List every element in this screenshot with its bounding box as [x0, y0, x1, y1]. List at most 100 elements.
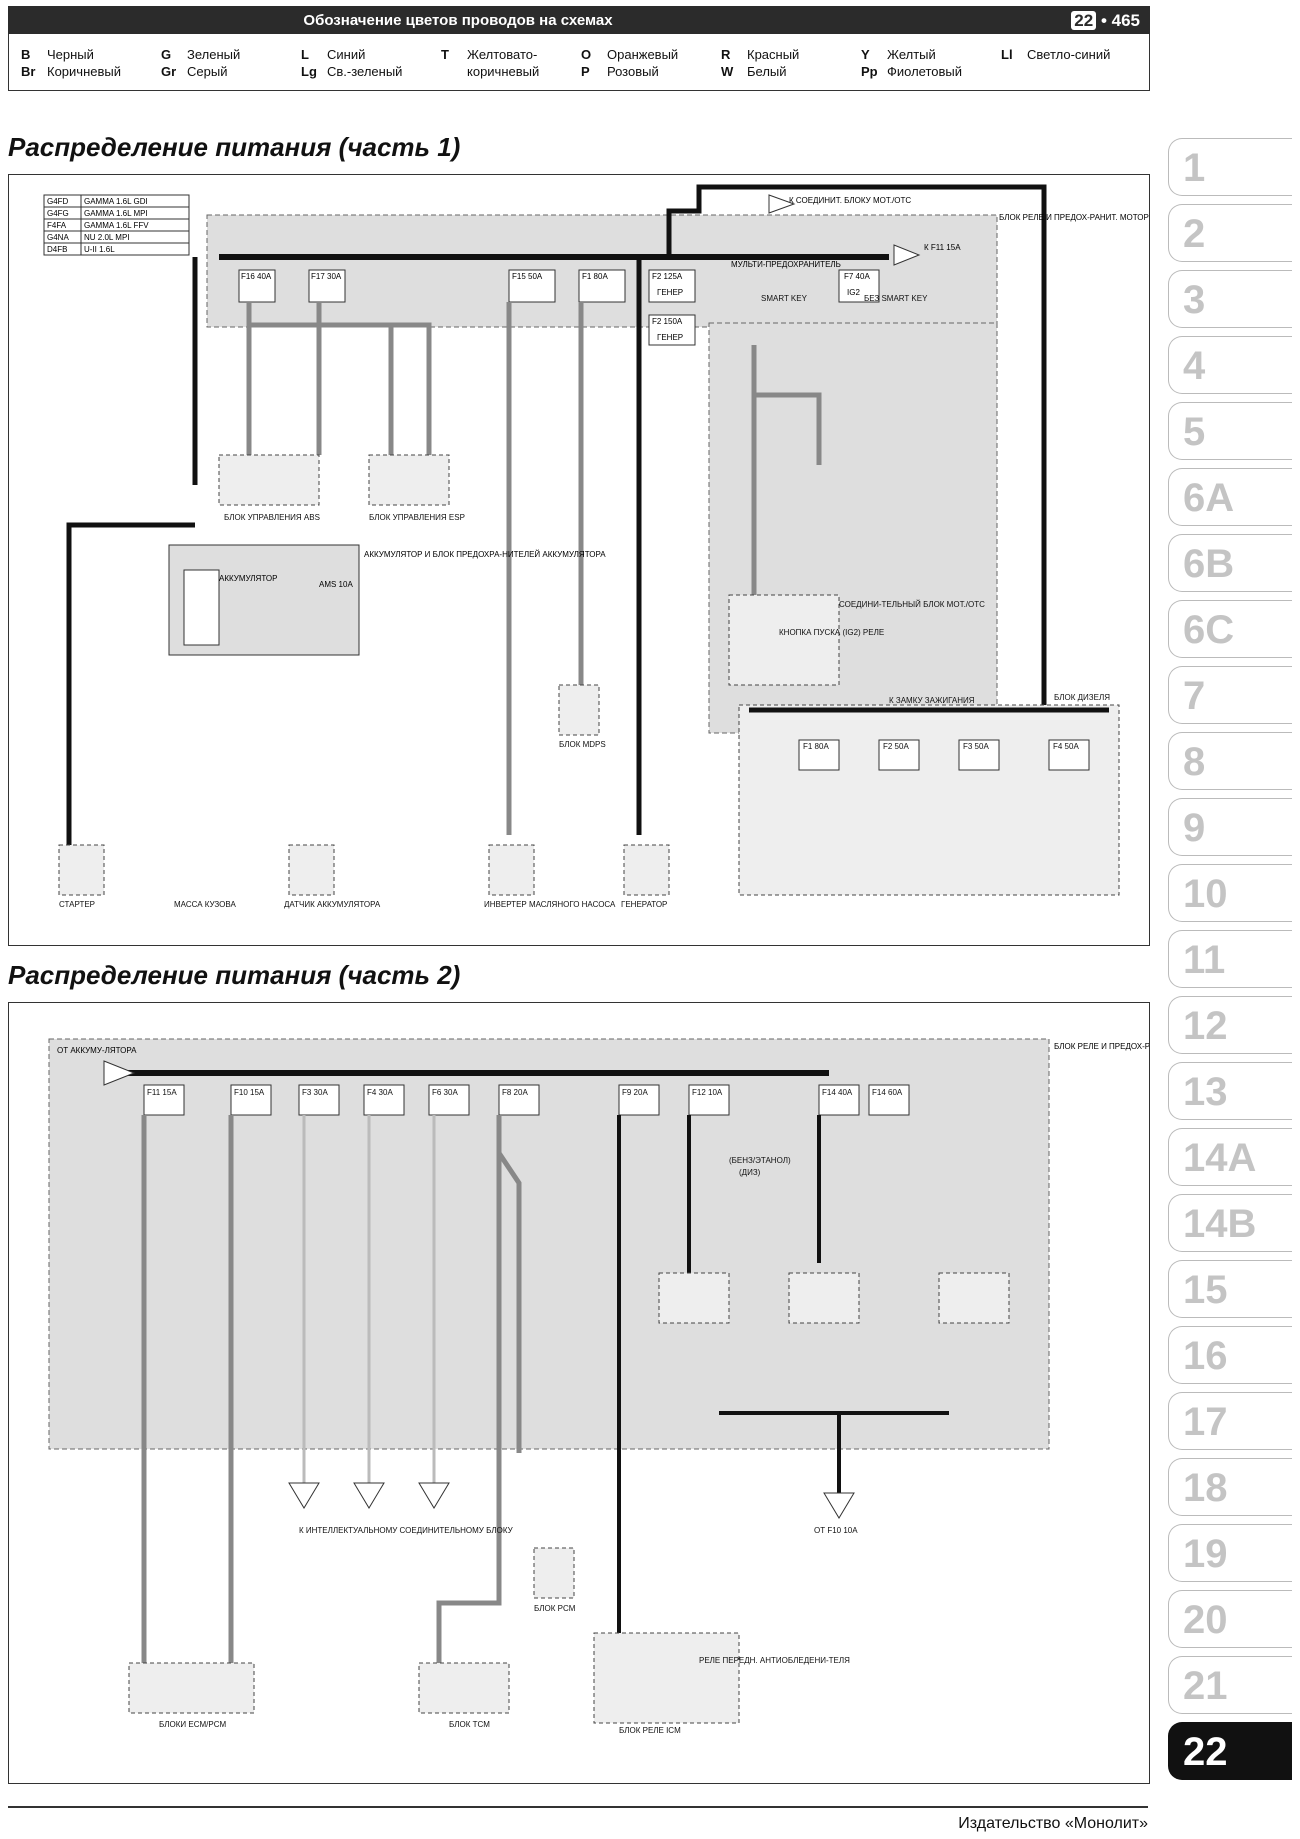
ground-label: МАССА КУЗОВА — [174, 900, 236, 909]
esp-unit — [368, 454, 450, 506]
tab-12[interactable]: 12 — [1168, 996, 1292, 1054]
tab-9[interactable]: 9 — [1168, 798, 1292, 856]
battery-label: АККУМУЛЯТОР — [219, 574, 277, 583]
tab-13[interactable]: 13 — [1168, 1062, 1292, 1120]
to-ignition-label: К ЗАМКУ ЗАЖИГАНИЯ — [889, 696, 975, 705]
tab-17[interactable]: 17 — [1168, 1392, 1292, 1450]
svg-text:IG2: IG2 — [847, 288, 860, 297]
tab-19[interactable]: 19 — [1168, 1524, 1292, 1582]
relay-1 — [658, 1272, 730, 1324]
wiring-diagram-part1: G4FD GAMMA 1.6L GDI G4FG GAMMA 1.6L MPI F4… — [8, 174, 1150, 946]
publisher-name: Издательство «Монолит» — [958, 1815, 1148, 1832]
page-header: Обозначение цветов проводов на схемах 22… — [8, 6, 1150, 34]
battery-sensor-unit — [288, 844, 335, 896]
tab-7[interactable]: 7 — [1168, 666, 1292, 724]
icm-unit — [593, 1632, 740, 1724]
front-relay-label: РЕЛЕ ПЕРЕДН. АНТИОБЛЕДЕНИ-ТЕЛЯ — [699, 1656, 850, 1665]
generator-label: ГЕНЕРАТОР — [621, 900, 667, 909]
multifuse-label: МУЛЬТИ-ПРЕДОХРАНИТЕЛЬ — [731, 260, 841, 269]
tcm-unit — [418, 1662, 510, 1714]
svg-text:F10 15A: F10 15A — [234, 1088, 265, 1097]
mdps-label: БЛОК MDPS — [559, 740, 606, 749]
smart-key-label: SMART KEY — [761, 294, 808, 303]
to-smart-block-label: К ИНТЕЛЛЕКТУАЛЬНОМУ СОЕДИНИТЕЛЬНОМУ БЛОК… — [299, 1526, 514, 1535]
tab-15[interactable]: 15 — [1168, 1260, 1292, 1318]
starter-unit — [58, 844, 105, 896]
pcm-label: БЛОК PCM — [534, 1604, 576, 1613]
svg-text:F7 40A: F7 40A — [844, 272, 870, 281]
engine-name: GAMMA 1.6L FFV — [84, 221, 149, 230]
svg-text:F1 80A: F1 80A — [582, 272, 608, 281]
svg-text:F2 150A: F2 150A — [652, 317, 683, 326]
engine-table: G4FD GAMMA 1.6L GDI G4FG GAMMA 1.6L MPI F4… — [43, 194, 190, 256]
tab-6c[interactable]: 6C — [1168, 600, 1292, 658]
tab-3[interactable]: 3 — [1168, 270, 1292, 328]
from-battery-label: ОТ АККУМУ-ЛЯТОРА — [57, 1046, 137, 1055]
tab-5[interactable]: 5 — [1168, 402, 1292, 460]
to-connector-label: К СОЕДИНИТ. БЛОКУ МОТ./ОТС — [789, 196, 911, 205]
tab-1[interactable]: 1 — [1168, 138, 1292, 196]
tab-22-active[interactable]: 22 — [1168, 1722, 1292, 1780]
svg-text:F14 40A: F14 40A — [822, 1088, 853, 1097]
tab-16[interactable]: 16 — [1168, 1326, 1292, 1384]
generator-unit — [623, 844, 670, 896]
pcm-unit — [533, 1547, 575, 1599]
ecm-pcm-label: БЛОКИ ECM/PCM — [159, 1720, 226, 1729]
svg-text:ГЕНЕР: ГЕНЕР — [657, 288, 683, 297]
header-title: Обозначение цветов проводов на схемах — [303, 12, 613, 29]
svg-text:F16 40A: F16 40A — [241, 272, 272, 281]
relay-box-label-2: БЛОК РЕЛЕ И ПРЕДОХ-РАНИТ. МОТОРН. ОТСЕКА — [1054, 1042, 1149, 1051]
connector-block-label: СОЕДИНИ-ТЕЛЬНЫЙ БЛОК МОТ./ОТС — [839, 600, 985, 609]
tab-14b[interactable]: 14B — [1168, 1194, 1292, 1252]
starter-label: СТАРТЕР — [59, 900, 95, 909]
battery-block-label: АККУМУЛЯТОР И БЛОК ПРЕДОХРА-НИТЕЛЕЙ АККУ… — [364, 550, 606, 559]
svg-text:F8 20A: F8 20A — [502, 1088, 528, 1097]
start-relay — [728, 594, 840, 686]
tab-20[interactable]: 20 — [1168, 1590, 1292, 1648]
svg-text:F4 30A: F4 30A — [367, 1088, 393, 1097]
tab-21[interactable]: 21 — [1168, 1656, 1292, 1714]
engine-name: GAMMA 1.6L GDI — [84, 197, 148, 206]
tab-4[interactable]: 4 — [1168, 336, 1292, 394]
wiring-diagram-part2: ОТ АККУМУ-ЛЯТОРА БЛОК РЕЛЕ И ПРЕДОХ-РАНИ… — [8, 1002, 1150, 1784]
engine-name: GAMMA 1.6L MPI — [84, 209, 148, 218]
engine-code: G4FD — [47, 197, 69, 206]
svg-text:F1 80A: F1 80A — [803, 742, 829, 751]
tab-8[interactable]: 8 — [1168, 732, 1292, 790]
esp-label: БЛОК УПРАВЛЕНИЯ ESP — [369, 513, 465, 522]
chapter-badge: 22 — [1071, 11, 1097, 30]
tab-14a[interactable]: 14A — [1168, 1128, 1292, 1186]
tab-6a[interactable]: 6A — [1168, 468, 1292, 526]
relay-3 — [938, 1272, 1010, 1324]
ams-label: AMS 10A — [319, 580, 353, 589]
tab-10[interactable]: 10 — [1168, 864, 1292, 922]
svg-text:ГЕНЕР: ГЕНЕР — [657, 333, 683, 342]
engine-name: U-II 1.6L — [84, 245, 115, 254]
engine-code: G4NA — [47, 233, 69, 242]
abs-unit — [218, 454, 320, 506]
tcm-label: БЛОК TCM — [449, 1720, 490, 1729]
engine-code: G4FG — [47, 209, 69, 218]
from-f10-label: ОТ F10 10A — [814, 1526, 858, 1535]
tab-2[interactable]: 2 — [1168, 204, 1292, 262]
tab-18[interactable]: 18 — [1168, 1458, 1292, 1516]
tab-11[interactable]: 11 — [1168, 930, 1292, 988]
svg-text:F4 50A: F4 50A — [1053, 742, 1079, 751]
engine-name: NU 2.0L MPI — [84, 233, 130, 242]
tab-6b[interactable]: 6B — [1168, 534, 1292, 592]
engine-code: F4FA — [47, 221, 67, 230]
svg-text:F2 50A: F2 50A — [883, 742, 909, 751]
relay-2 — [788, 1272, 860, 1324]
fuses-row: F16 40A F17 30A F15 50A F1 80A F2 125AГЕ… — [238, 269, 880, 346]
section-title-part1: Распределение питания (часть 1) — [8, 132, 461, 162]
oil-pump-label: ИНВЕРТЕР МАСЛЯНОГО НАСОСА — [484, 900, 616, 909]
page-num: • 465 — [1100, 11, 1140, 30]
start-button-label: КНОПКА ПУСКА (IG2) РЕЛЕ — [779, 628, 884, 637]
diagram-part1-svg: G4FD GAMMA 1.6L GDI G4FG GAMMA 1.6L MPI F4… — [43, 184, 1149, 909]
